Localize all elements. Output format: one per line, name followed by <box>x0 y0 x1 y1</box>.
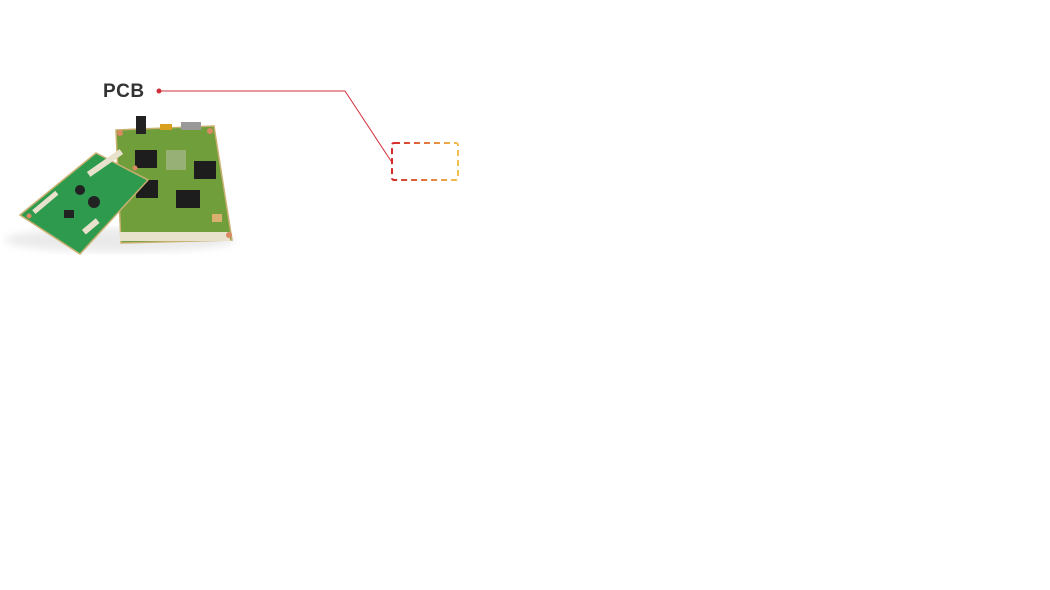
pcb-label: PCB <box>103 81 145 102</box>
pcb-image <box>5 116 235 255</box>
callout-target-box <box>391 142 459 181</box>
callout-connector <box>156 88 392 162</box>
secondary-board <box>18 149 150 255</box>
main-board <box>115 116 233 244</box>
